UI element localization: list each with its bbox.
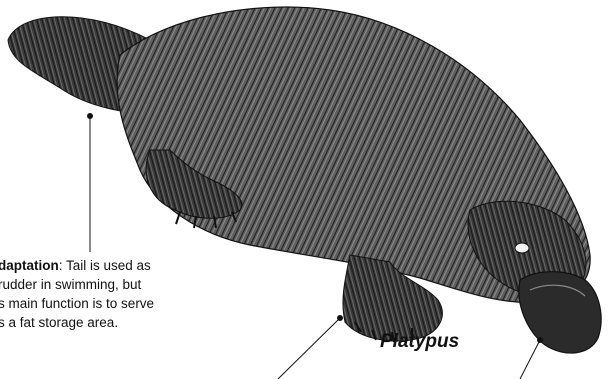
figure-title: Platypus — [380, 331, 459, 353]
foot-leader-line — [278, 318, 340, 379]
caption-term: daptation — [0, 258, 59, 273]
tail-adaptation-caption: daptation: Tail is used as rudder in swi… — [0, 256, 218, 332]
platypus-eye — [515, 243, 529, 253]
caption-line-1: daptation: Tail is used as — [0, 256, 218, 275]
caption-line-4: s a fat storage area. — [0, 313, 218, 332]
caption-line-3: s main function is to serve — [0, 294, 218, 313]
caption-line-2: rudder in swimming, but — [0, 275, 218, 294]
bill-leader-line — [520, 340, 540, 379]
caption-text-1: : Tail is used as — [59, 258, 151, 273]
platypus-bill — [519, 272, 601, 353]
